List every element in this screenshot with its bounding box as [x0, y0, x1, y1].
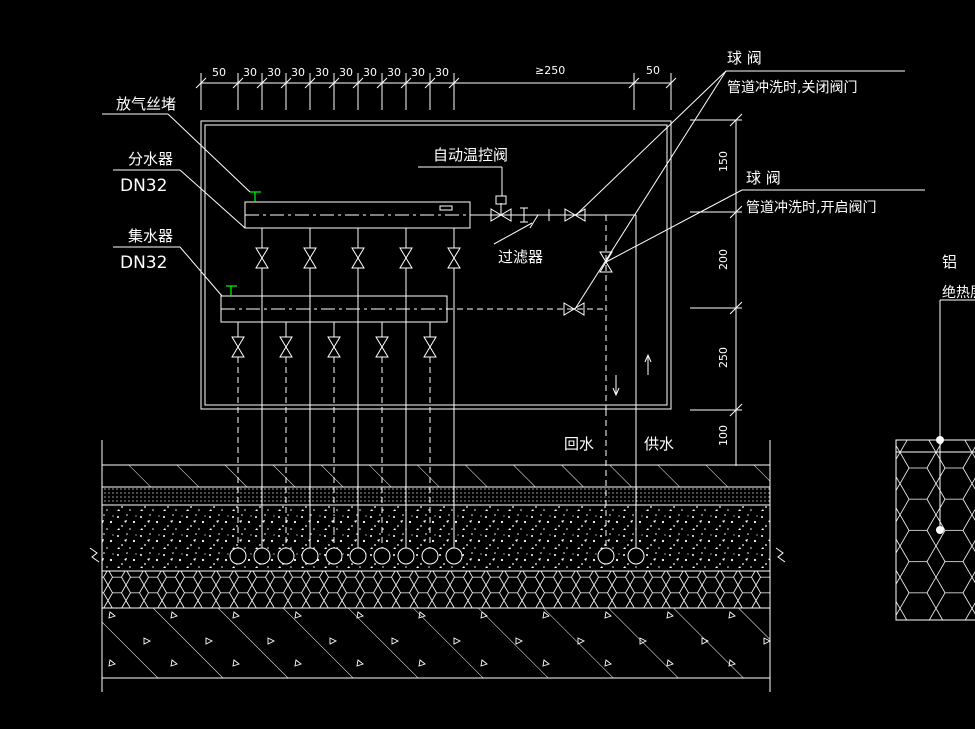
- ball-valve-closed-on-flush: [564, 208, 586, 222]
- dim-tick-9: [424, 77, 436, 89]
- coll-branch-valve-3: [375, 336, 389, 358]
- collector-branch-valves: [231, 322, 437, 548]
- floor-pipe-6: [373, 547, 391, 565]
- dim-label-right-2: 250: [717, 347, 730, 368]
- label-distributor-size: DN32: [120, 176, 167, 196]
- dim-label-top-7: 30: [387, 66, 401, 79]
- return-pipe: [447, 215, 607, 410]
- label-collector: 集水器: [128, 227, 173, 245]
- ball-valve-open-on-flush: [599, 251, 613, 273]
- label-distributor: 分水器: [128, 150, 173, 168]
- label-ball-valve-1-note: 管道冲洗时,关闭阀门: [727, 80, 857, 96]
- floor-heating-pipes: [229, 547, 645, 565]
- dim-label-top-11: 50: [646, 64, 660, 77]
- dim-tick-11: [628, 77, 640, 89]
- floor-pipe-4: [325, 547, 343, 565]
- manifold-cabinet: [200, 120, 672, 410]
- label-detail-subtitle: 绝热层: [942, 285, 975, 301]
- floor-section: [89, 440, 786, 692]
- pipe-risers: [605, 410, 637, 548]
- label-ball-valve-2: 球 阀: [746, 169, 781, 187]
- right-dimension-line: [690, 113, 743, 466]
- label-supply-water: 供水: [644, 435, 674, 453]
- label-ball-valve-2-note: 管道冲洗时,开启阀门: [746, 200, 876, 216]
- dim-label-top-9: 30: [435, 66, 449, 79]
- dim-label-right-3: 100: [717, 425, 730, 446]
- floor-pipe-10: [597, 547, 615, 565]
- label-auto-valve: 自动温控阀: [433, 146, 508, 164]
- leader-lines: [102, 70, 925, 310]
- dim-label-top-1: 30: [243, 66, 257, 79]
- floor-pipe-5: [349, 547, 367, 565]
- dim-label-top-5: 30: [339, 66, 353, 79]
- collector-air-vent: [226, 285, 237, 296]
- dim-label-top-4: 30: [315, 66, 329, 79]
- dim-label-right-1: 200: [717, 249, 730, 270]
- dim-tick-5: [328, 77, 340, 89]
- dim-tick-3: [280, 77, 292, 89]
- dim-label-top-8: 30: [411, 66, 425, 79]
- coll-branch-valve-4: [423, 336, 437, 358]
- coll-branch-valve-1: [279, 336, 293, 358]
- label-filter: 过滤器: [498, 248, 543, 266]
- flow-arrows: [612, 353, 652, 397]
- dist-branch-valve-4: [447, 247, 461, 269]
- floor-pipe-1: [253, 547, 271, 565]
- auto-thermostatic-valve: [490, 195, 512, 222]
- label-air-vent: 放气丝堵: [116, 95, 176, 113]
- dim-label-top-6: 30: [363, 66, 377, 79]
- dim-tick-4: [304, 77, 316, 89]
- floor-pipe-8: [421, 547, 439, 565]
- floor-pipe-3: [301, 547, 319, 565]
- dim-tick-7: [376, 77, 388, 89]
- right-dimension-labels: 150 200 250 100: [717, 151, 730, 446]
- dim-tick-6: [352, 77, 364, 89]
- dim-label-right-0: 150: [717, 151, 730, 172]
- floor-pipe-7: [397, 547, 415, 565]
- dim-tick-2: [256, 77, 268, 89]
- dim-tick-1: [232, 77, 244, 89]
- ball-valve-return: [563, 302, 585, 316]
- dim-tick-0: [195, 77, 207, 89]
- top-dimension-ticks: [195, 73, 677, 110]
- dist-branch-valve-2: [351, 247, 365, 269]
- top-dimension-labels: 50 30 30 30 30 30 30 30 30 30 ≥250 50: [212, 64, 660, 79]
- floor-pipe-0: [229, 547, 247, 565]
- dim-label-top-0: 50: [212, 66, 226, 79]
- distributor-manifold: [244, 201, 471, 229]
- floor-pipe-11: [627, 547, 645, 565]
- dim-label-top-10: ≥250: [535, 64, 565, 77]
- label-ball-valve-1: 球 阀: [727, 49, 762, 67]
- label-detail-title: 铝: [942, 253, 957, 271]
- collector-manifold: [220, 295, 448, 323]
- filter: [520, 207, 539, 229]
- dist-branch-valve-3: [399, 247, 413, 269]
- dim-label-top-3: 30: [291, 66, 305, 79]
- dim-tick-12: [665, 77, 677, 89]
- dim-label-top-2: 30: [267, 66, 281, 79]
- supply-pipe: [470, 214, 637, 410]
- annotation-labels: 放气丝堵 分水器 DN32 集水器 DN32 自动温控阀 过滤器 球 阀 管道冲…: [116, 49, 975, 453]
- coll-branch-valve-2: [327, 336, 341, 358]
- floor-pipe-2: [277, 547, 295, 565]
- floor-pipe-9: [445, 547, 463, 565]
- label-collector-size: DN32: [120, 253, 167, 273]
- dim-tick-10: [448, 77, 460, 89]
- coll-branch-valve-0: [231, 336, 245, 358]
- insulation-detail: [895, 299, 975, 621]
- distributor-air-vent: [250, 191, 261, 202]
- label-return-water: 回水: [564, 435, 594, 453]
- dist-branch-valve-1: [303, 247, 317, 269]
- dim-tick-8: [400, 77, 412, 89]
- dist-branch-valve-0: [255, 247, 269, 269]
